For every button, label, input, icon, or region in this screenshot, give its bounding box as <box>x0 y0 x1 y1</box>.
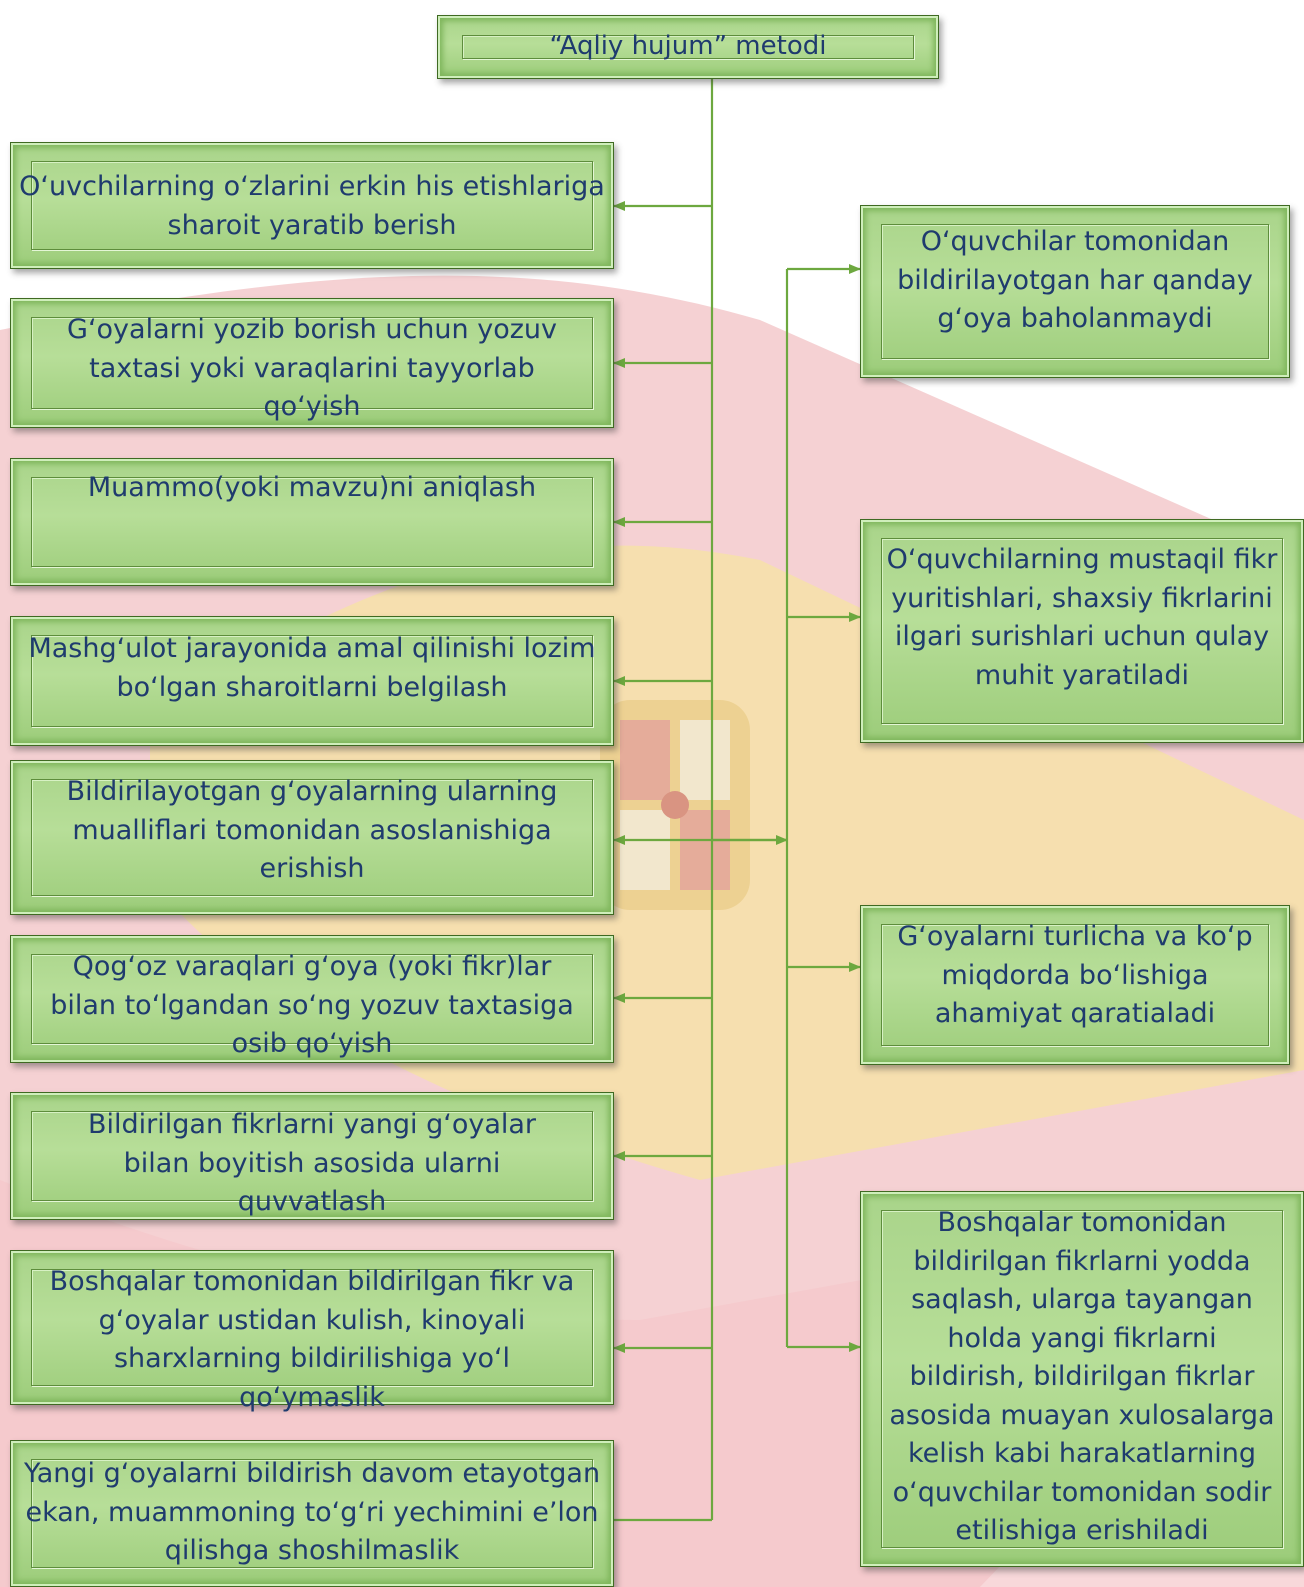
left-box-3: Muammo(yoki mavzu)ni aniqlash <box>10 458 614 586</box>
left-box-2: G‘oyalarni yozib borish uchun yozuv taxt… <box>10 298 614 428</box>
left-box-9: Yangi g‘oyalarni bildirish davom etayotg… <box>10 1440 614 1587</box>
left-box-8-text: Boshqalar tomonidan bildirilgan fikr va … <box>49 1266 575 1413</box>
right-box-2-text: O‘quvchilarning mustaqil fikr yuritishla… <box>886 544 1278 691</box>
left-box-5-text: Bildirilayotgan g‘oyalarning ularning mu… <box>66 776 558 884</box>
left-box-4-text: Mashg‘ulot jarayonida amal qilinishi loz… <box>28 633 596 703</box>
right-box-2: O‘quvchilarning mustaqil fikr yuritishla… <box>860 519 1304 743</box>
left-box-3-text: Muammo(yoki mavzu)ni aniqlash <box>87 472 537 503</box>
right-box-3: G‘oyalarni turlicha va ko‘p miqdorda bo‘… <box>860 905 1290 1065</box>
left-box-7: Bildirilgan fikrlarni yangi g‘oyalar bil… <box>10 1092 614 1220</box>
left-box-7-text: Bildirilgan fikrlarni yangi g‘oyalar bil… <box>87 1109 537 1217</box>
title-text: “Aqliy hujum” metodi <box>549 31 827 61</box>
left-box-9-text: Yangi g‘oyalarni bildirish davom etayotg… <box>23 1458 601 1566</box>
left-box-4: Mashg‘ulot jarayonida amal qilinishi loz… <box>10 616 614 746</box>
left-box-8: Boshqalar tomonidan bildirilgan fikr va … <box>10 1250 614 1413</box>
left-box-5: Bildirilayotgan g‘oyalarning ularning mu… <box>10 760 614 915</box>
left-box-6-text: Qog‘oz varaqlari g‘oya (yoki fikr)lar bi… <box>50 951 574 1059</box>
title-box: “Aqliy hujum” metodi <box>437 15 939 79</box>
right-box-1-text: O‘quvchilar tomonidan bildirilayotgan ha… <box>897 226 1253 334</box>
left-box-2-text: G‘oyalarni yozib borish uchun yozuv taxt… <box>67 314 557 422</box>
left-box-1: O‘uvchilarning o‘zlarini erkin his etish… <box>10 142 614 269</box>
right-box-3-text: G‘oyalarni turlicha va ko‘p miqdorda bo‘… <box>897 921 1253 1029</box>
right-box-4: Boshqalar tomonidan bildirilgan fikrlarn… <box>860 1191 1304 1567</box>
right-box-4-text: Boshqalar tomonidan bildirilgan fikrlarn… <box>889 1207 1275 1546</box>
left-box-1-text: O‘uvchilarning o‘zlarini erkin his etish… <box>19 171 605 241</box>
right-box-1: O‘quvchilar tomonidan bildirilayotgan ha… <box>860 205 1290 378</box>
left-box-6: Qog‘oz varaqlari g‘oya (yoki fikr)lar bi… <box>10 935 614 1063</box>
